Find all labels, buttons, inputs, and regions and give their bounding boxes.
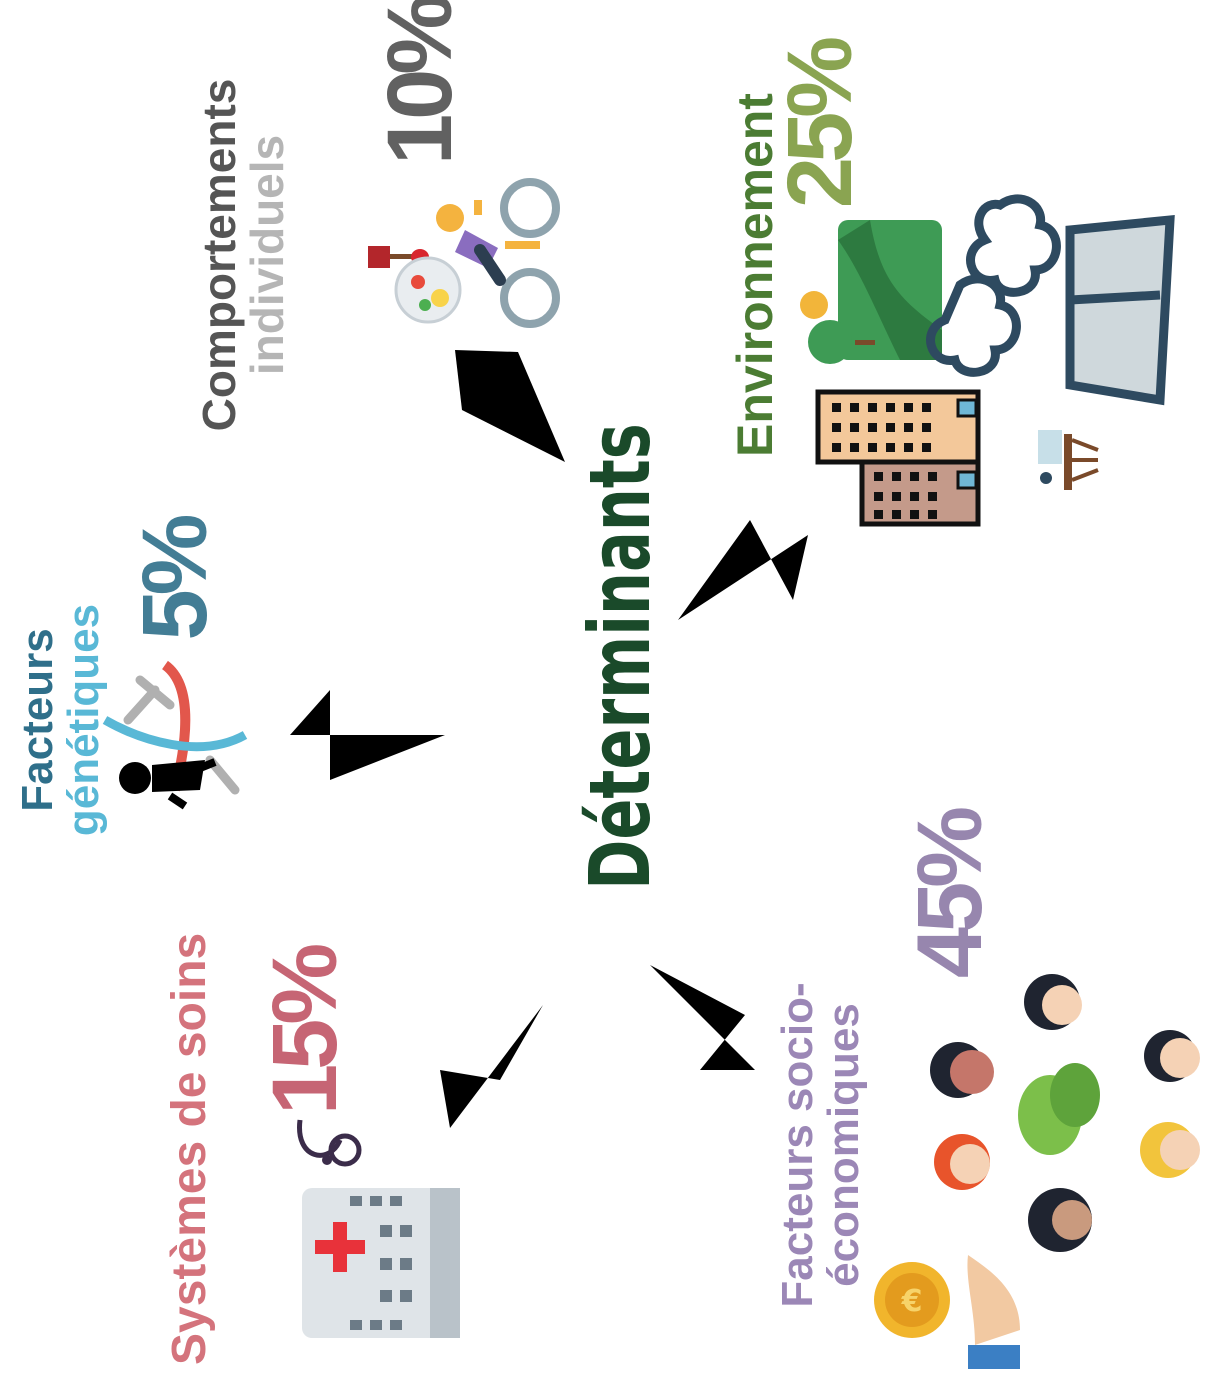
- factory-smoke-icon: [926, 194, 1175, 406]
- people-faces-icon: [930, 974, 1200, 1252]
- arrow-to-behaviors: [455, 350, 565, 462]
- arrow-to-care: [440, 1005, 543, 1128]
- chat-bubbles-icon: [1018, 1063, 1100, 1155]
- hospital-icon: [302, 1188, 460, 1338]
- arrow-to-genetics: [290, 690, 445, 780]
- office-desk-icon: [1038, 430, 1099, 490]
- stethoscope-icon: [297, 1119, 362, 1167]
- landscape-icon: [800, 220, 942, 364]
- euro-coin-hand-icon: €: [874, 1255, 1020, 1369]
- svg-text:€: €: [901, 1284, 923, 1319]
- arrow-to-environment: [678, 520, 808, 620]
- cyclist-icon: [436, 178, 560, 328]
- apartment-buildings-icon: [815, 389, 981, 527]
- arrow-to-socio: [650, 965, 755, 1070]
- meal-plate-icon: [394, 256, 462, 324]
- dna-baby-icon: [102, 660, 248, 810]
